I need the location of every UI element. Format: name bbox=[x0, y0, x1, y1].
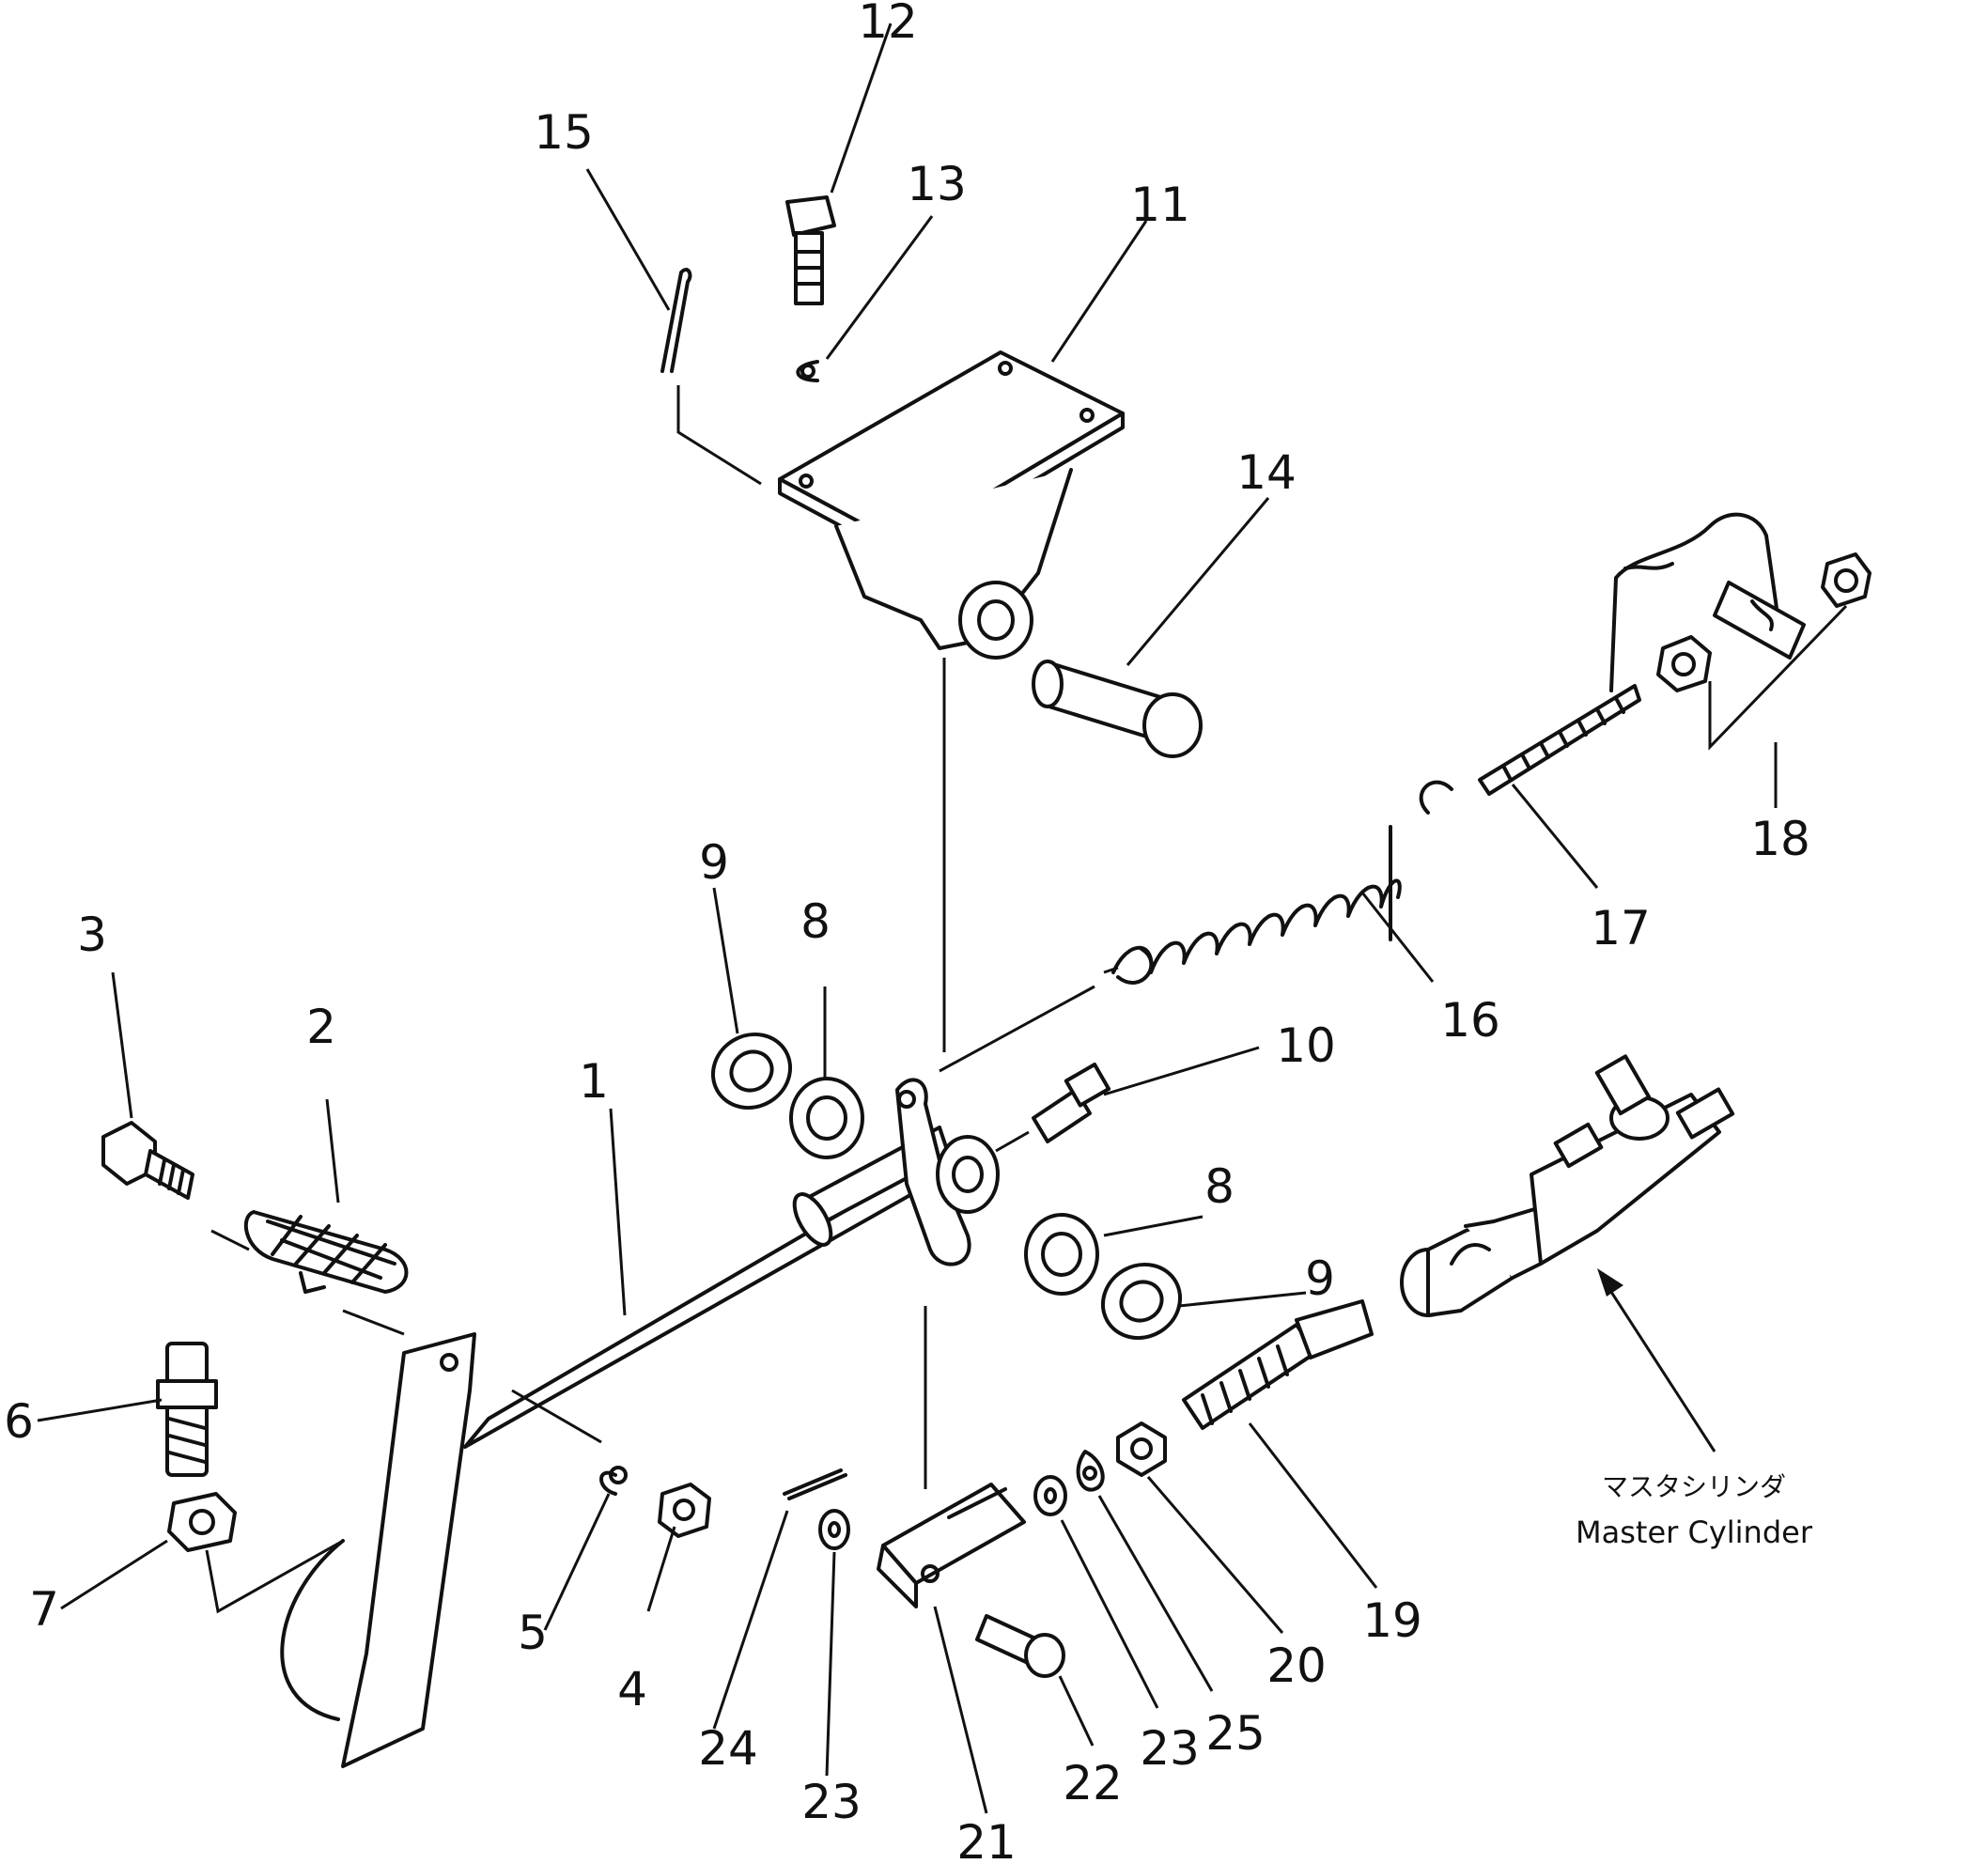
cotter-pin-24 bbox=[783, 1468, 847, 1500]
label-5: 5 bbox=[518, 1606, 548, 1660]
label-20: 20 bbox=[1266, 1639, 1327, 1693]
bearing-8b bbox=[1024, 1213, 1099, 1296]
bolt-12 bbox=[785, 195, 836, 305]
clip-5 bbox=[599, 1466, 628, 1496]
master-cylinder-caption: マスタシリンダ Master Cylinder bbox=[1576, 1471, 1813, 1550]
nut-18a bbox=[1656, 635, 1712, 692]
master-cylinder bbox=[1400, 1054, 1735, 1317]
caption-en: Master Cylinder bbox=[1576, 1514, 1813, 1550]
bearing-9b bbox=[1100, 1262, 1183, 1341]
support-bracket-18 bbox=[1609, 512, 1806, 692]
leader-lines bbox=[37, 23, 1599, 1814]
nut-20 bbox=[1116, 1421, 1167, 1477]
label-9b: 9 bbox=[1305, 1251, 1335, 1306]
pedal-arm bbox=[280, 1332, 476, 1768]
label-12: 12 bbox=[858, 0, 918, 49]
label-10: 10 bbox=[1276, 1018, 1336, 1073]
label-19: 19 bbox=[1362, 1593, 1422, 1648]
label-4: 4 bbox=[617, 1662, 647, 1716]
bearing-8a bbox=[789, 1077, 864, 1159]
label-15: 15 bbox=[534, 105, 594, 160]
nut-4 bbox=[658, 1483, 711, 1538]
label-23b: 23 bbox=[1140, 1721, 1200, 1776]
label-18: 18 bbox=[1750, 812, 1810, 866]
master-cylinder-arrow bbox=[1597, 1268, 1716, 1452]
clevis-21 bbox=[877, 1483, 1026, 1608]
label-3: 3 bbox=[77, 908, 107, 962]
label-21: 21 bbox=[956, 1815, 1017, 1859]
label-25: 25 bbox=[1205, 1706, 1266, 1761]
bracket-11 bbox=[778, 350, 1125, 660]
bearing-9a bbox=[710, 1032, 793, 1111]
stud-6 bbox=[156, 1342, 218, 1477]
assembly-guide-lines bbox=[210, 385, 1119, 1489]
lock-washer-25 bbox=[1076, 1450, 1105, 1492]
spring-16 bbox=[1111, 825, 1402, 985]
eye-bolt-17 bbox=[1419, 684, 1641, 815]
label-22: 22 bbox=[1063, 1756, 1123, 1810]
clevis-pin-22 bbox=[975, 1614, 1065, 1678]
label-24: 24 bbox=[698, 1721, 758, 1776]
pedal-boss bbox=[895, 1078, 1000, 1266]
label-11: 11 bbox=[1130, 178, 1190, 232]
label-2: 2 bbox=[306, 1000, 336, 1054]
washer-23b bbox=[1033, 1475, 1067, 1516]
bolt-3 bbox=[101, 1121, 194, 1200]
label-6: 6 bbox=[4, 1394, 34, 1449]
label-17: 17 bbox=[1591, 901, 1651, 955]
pedal-shaft bbox=[463, 1126, 951, 1449]
washer-13 bbox=[796, 360, 819, 382]
label-1: 1 bbox=[579, 1054, 609, 1109]
nut-18b bbox=[1821, 552, 1872, 608]
label-7: 7 bbox=[29, 1582, 59, 1637]
washer-23a bbox=[818, 1509, 850, 1550]
pedal-pad bbox=[243, 1210, 409, 1294]
label-14: 14 bbox=[1236, 445, 1297, 500]
part-number-labels: 1 2 3 4 5 6 7 8 8 9 9 10 11 12 13 14 15 … bbox=[4, 0, 1810, 1864]
caption-jp: マスタシリンダ bbox=[1602, 1471, 1786, 1502]
label-8a: 8 bbox=[800, 894, 831, 949]
label-9a: 9 bbox=[699, 835, 729, 890]
grease-fitting-10 bbox=[1032, 1063, 1111, 1143]
push-rod-19 bbox=[1182, 1299, 1374, 1430]
cotter-pin-15 bbox=[660, 268, 692, 373]
label-16: 16 bbox=[1440, 993, 1500, 1048]
pin-14 bbox=[1032, 660, 1203, 758]
label-8b: 8 bbox=[1204, 1159, 1235, 1214]
nut-7 bbox=[167, 1492, 237, 1552]
label-13: 13 bbox=[907, 157, 967, 211]
label-23a: 23 bbox=[801, 1775, 862, 1829]
